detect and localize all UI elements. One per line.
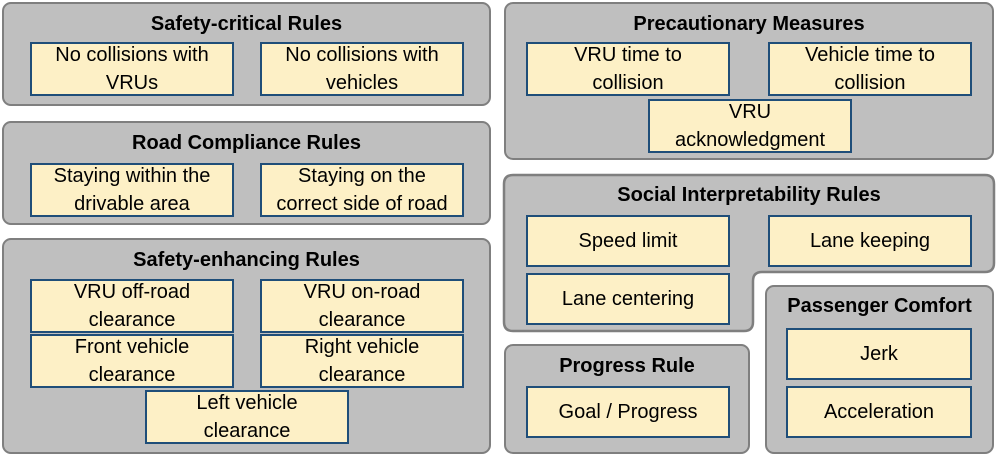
measure-vehicle-ttc: Vehicle time to collision	[768, 42, 972, 96]
road-compliance-title: Road Compliance Rules	[132, 132, 361, 154]
rule-goal-progress: Goal / Progress	[526, 386, 730, 438]
comfort-acceleration: Acceleration	[786, 386, 972, 438]
rule-correct-side: Staying on the correct side of road	[260, 163, 464, 217]
comfort-jerk: Jerk	[786, 328, 972, 380]
rule-right-vehicle: Right vehicle clearance	[260, 334, 464, 388]
passenger-comfort-title: Passenger Comfort	[787, 295, 972, 317]
measure-vru-ttc: VRU time to collision	[526, 42, 730, 96]
rule-drivable-area: Staying within the drivable area	[30, 163, 234, 217]
rule-vru-off-road: VRU off-road clearance	[30, 279, 234, 333]
rule-speed-limit: Speed limit	[526, 215, 730, 267]
social-interpretability-title: Social Interpretability Rules	[617, 184, 881, 206]
rule-lane-keeping: Lane keeping	[768, 215, 972, 267]
rule-front-vehicle: Front vehicle clearance	[30, 334, 234, 388]
precautionary-title: Precautionary Measures	[633, 13, 865, 35]
rule-no-collisions-vehicles: No collisions with vehicles	[260, 42, 464, 96]
progress-rule-title: Progress Rule	[559, 355, 695, 377]
rule-left-vehicle: Left vehicle clearance	[145, 390, 349, 444]
rule-no-collisions-vrus: No collisions with VRUs	[30, 42, 234, 96]
rule-lane-centering: Lane centering	[526, 273, 730, 325]
safety-enhancing-title: Safety-enhancing Rules	[133, 249, 360, 271]
measure-vru-acknowledgment: VRU acknowledgment	[648, 99, 852, 153]
rule-vru-on-road: VRU on-road clearance	[260, 279, 464, 333]
safety-critical-title: Safety-critical Rules	[150, 13, 343, 35]
